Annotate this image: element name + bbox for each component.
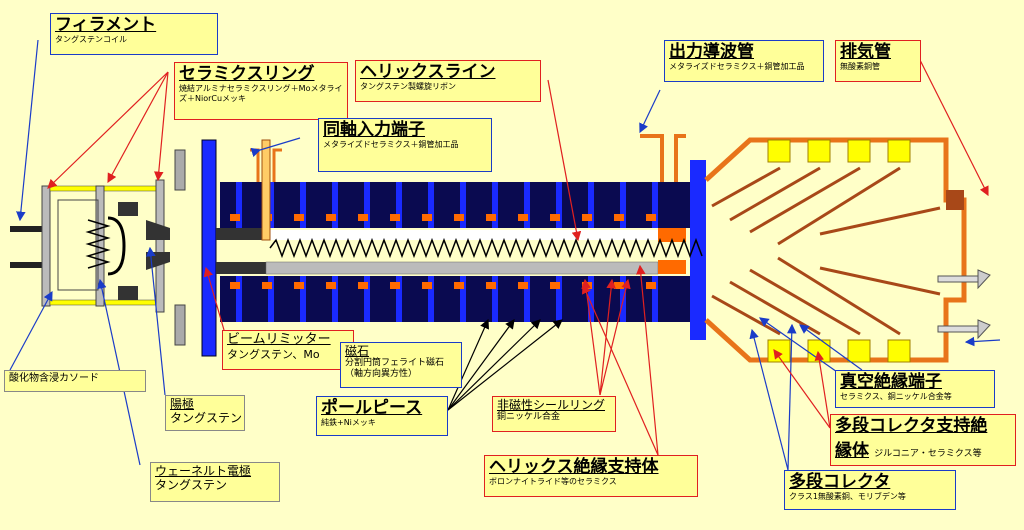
label-vacuum-terminal-sub: セラミクス、銅ニッケル合金等 <box>840 392 952 401</box>
label-ceramic-ring: セラミクスリング 焼結アルミナセラミクスリング＋Moメタライズ＋NiorCuメッ… <box>174 62 348 120</box>
label-helix-support: ヘリックス絶縁支持体 ボロンナイトライド等のセラミクス <box>484 455 698 497</box>
label-coax-input-sub: メタライズドセラミクス＋銅管加工品 <box>323 140 459 149</box>
label-output-waveguide-title: 出力導波管 <box>669 42 754 62</box>
label-pole-piece: ポールピース 純鉄+Niメッキ <box>316 396 448 436</box>
black-leaders <box>447 318 563 411</box>
label-coax-input-title: 同軸入力端子 <box>323 120 425 140</box>
helix-line <box>269 237 703 259</box>
label-ceramic-ring-sub: 焼結アルミナセラミクスリング＋Moメタライズ＋NiorCuメッキ <box>179 84 343 103</box>
label-filament-title: フィラメント <box>55 15 157 35</box>
multistage-collector <box>704 137 991 363</box>
label-output-waveguide-sub: メタライズドセラミクス＋銅管加工品 <box>669 62 805 71</box>
label-collector: 多段コレクタ クラス1無酸素銅、モリブデン等 <box>784 470 956 510</box>
label-pole-piece-title: ポールピース <box>321 398 423 418</box>
label-collector-title: 多段コレクタ <box>789 472 891 492</box>
label-wehnelt-title: ウェーネルト電極 <box>155 464 252 478</box>
label-collector-sub: クラス1無酸素銅、モリブデン等 <box>789 492 906 501</box>
red-leaders <box>47 59 989 456</box>
label-magnet: 磁石 分割円筒フェライト磁石（軸方向異方性） <box>340 342 462 388</box>
label-collector-support-sub: ジルコニア・セラミクス等 <box>874 449 982 459</box>
label-helix-support-title: ヘリックス絶縁支持体 <box>489 457 659 477</box>
label-nonmag-seal-title: 非磁性シールリング <box>497 398 606 412</box>
label-beam-limiter-sub: タングステン、Mo <box>227 348 320 361</box>
output-waveguide <box>640 134 686 182</box>
label-collector-support-title1: 多段コレクタ支持絶 <box>835 416 988 436</box>
label-cathode-title: 酸化物含浸カソード <box>9 373 99 384</box>
label-nonmag-seal-sub: 銅ニッケル合金 <box>497 412 561 422</box>
label-magnet-title: 磁石 <box>345 344 370 358</box>
label-anode: 陽極 タングステン <box>165 395 245 431</box>
label-filament-sub: タングステンコイル <box>55 35 127 44</box>
label-helix-line-sub: タングステン製螺旋リボン <box>360 82 456 91</box>
coax-input-terminal <box>250 139 282 241</box>
anode-shape <box>146 220 170 240</box>
label-vacuum-terminal: 真空絶縁端子 セラミクス、銅ニッケル合金等 <box>835 370 995 408</box>
label-exhaust-tube-sub: 無酸素銅管 <box>840 62 880 71</box>
label-magnet-sub: 分割円筒フェライト磁石（軸方向異方性） <box>345 358 445 379</box>
label-wehnelt: ウェーネルト電極 タングステン <box>150 462 280 502</box>
label-filament: フィラメント タングステンコイル <box>50 13 218 55</box>
label-helix-line-title: ヘリックスライン <box>360 62 496 82</box>
label-pole-piece-sub: 純鉄+Niメッキ <box>321 418 376 427</box>
label-ceramic-ring-title: セラミクスリング <box>179 64 315 84</box>
label-beam-limiter: ビームリミッター タングステン、Mo <box>222 330 354 370</box>
filament-coil <box>85 219 111 269</box>
label-collector-support: 多段コレクタ支持絶 縁体 ジルコニア・セラミクス等 <box>830 414 1016 466</box>
label-coax-input: 同軸入力端子 メタライズドセラミクス＋銅管加工品 <box>318 118 492 172</box>
label-beam-limiter-title: ビームリミッター <box>227 332 331 347</box>
label-helix-line: ヘリックスライン タングステン製螺旋リボン <box>355 60 541 102</box>
label-helix-support-sub: ボロンナイトライド等のセラミクス <box>489 477 617 486</box>
magnet-stack <box>216 160 706 340</box>
label-wehnelt-sub: タングステン <box>155 478 228 492</box>
label-anode-sub: タングステン <box>170 411 243 425</box>
label-output-waveguide: 出力導波管 メタライズドセラミクス＋銅管加工品 <box>664 40 824 82</box>
label-vacuum-terminal-title: 真空絶縁端子 <box>840 372 942 392</box>
label-exhaust-tube: 排気管 無酸素銅管 <box>835 40 921 82</box>
label-exhaust-tube-title: 排気管 <box>840 42 891 62</box>
label-anode-title: 陽極 <box>170 397 195 411</box>
label-collector-support-title2: 縁体 <box>835 441 869 461</box>
label-nonmag-seal: 非磁性シールリング 銅ニッケル合金 <box>492 396 616 432</box>
label-cathode: 酸化物含浸カソード <box>4 370 146 392</box>
